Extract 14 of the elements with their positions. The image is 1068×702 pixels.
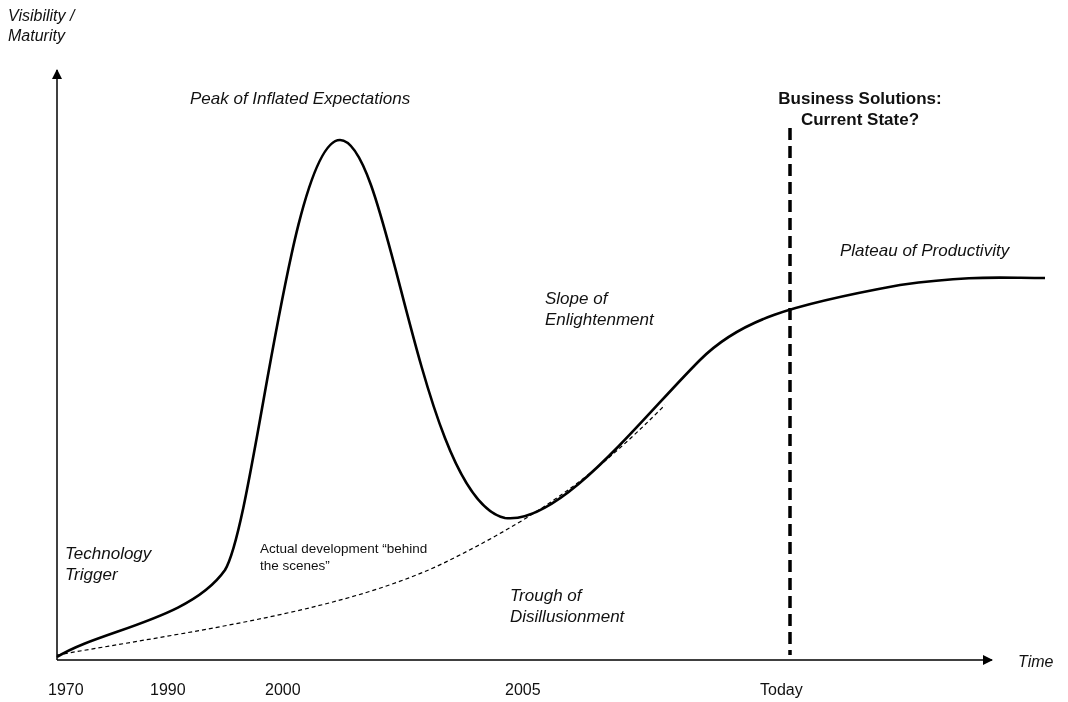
axis-title: Time [1018,652,1054,672]
phase-label: Slope of Enlightenment [545,288,656,331]
axis-title: Visibility / Maturity [8,6,77,46]
phase-label: Trough of Disillusionment [510,585,626,628]
tick-label: 2005 [505,680,541,700]
tick-label: 1990 [150,680,186,700]
tick-label: Today [760,680,803,700]
annotation: Actual development “behind the scenes” [260,541,429,575]
heading: Business Solutions: Current State? [777,88,943,131]
phase-label: Peak of Inflated Expectations [190,88,411,110]
phase-label: Technology Trigger [65,543,153,586]
tick-label: 1970 [48,680,84,700]
phase-label: Plateau of Productivity [840,240,1010,262]
tick-label: 2000 [265,680,301,700]
